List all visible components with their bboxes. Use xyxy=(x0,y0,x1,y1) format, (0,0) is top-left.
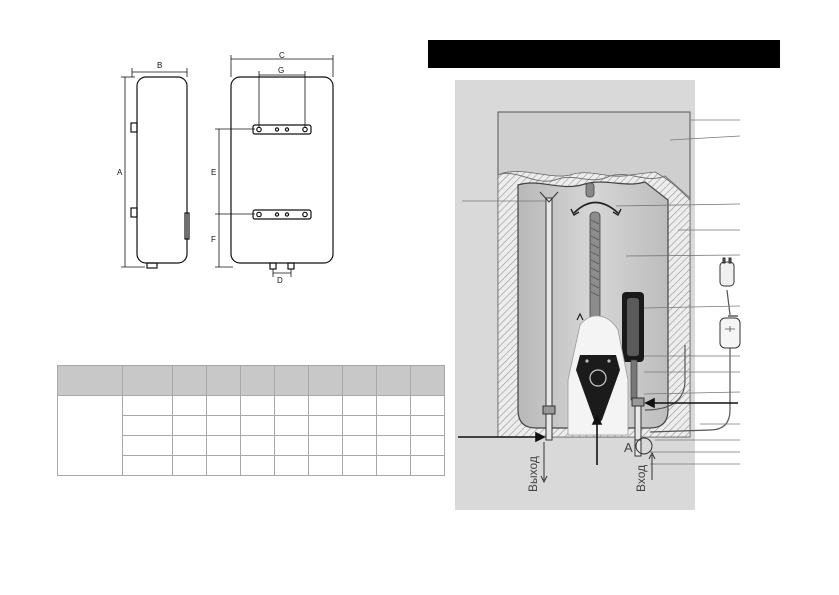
table-header-cell xyxy=(57,365,123,396)
outlet-label: Выход xyxy=(526,456,540,492)
side-view xyxy=(121,68,190,269)
table-cell xyxy=(376,435,411,456)
table-cell xyxy=(308,395,343,416)
rcd-device xyxy=(719,317,741,349)
section-title-bar xyxy=(428,40,780,68)
table-cell xyxy=(308,455,343,476)
table-cell xyxy=(410,455,445,476)
table-cell xyxy=(172,455,207,476)
dim-label-c: C xyxy=(279,51,285,60)
table-cell xyxy=(342,455,377,476)
dim-label-a: A xyxy=(117,168,123,177)
table-cell xyxy=(172,415,207,436)
inlet-label: Вход xyxy=(634,465,648,492)
table-row xyxy=(57,395,445,476)
outlet-pipe xyxy=(542,197,556,441)
dim-label-d: D xyxy=(277,276,283,285)
table-cell xyxy=(122,395,173,416)
table-cell xyxy=(122,415,173,436)
flow-arrows xyxy=(540,442,656,484)
table-cell xyxy=(206,415,241,436)
table-header-cell xyxy=(274,365,309,396)
table-row xyxy=(58,455,445,476)
spec-table xyxy=(57,365,445,476)
table-cell xyxy=(240,455,275,476)
point-a-label: A xyxy=(624,440,633,455)
table-cell xyxy=(206,435,241,456)
table-cell xyxy=(274,435,309,456)
pointer-arrows xyxy=(458,397,738,465)
dim-label-f: F xyxy=(211,235,216,244)
table-cell xyxy=(342,415,377,436)
dim-label-b: B xyxy=(157,61,162,70)
control-panel xyxy=(576,355,620,423)
table-cell xyxy=(376,395,411,416)
heating-element xyxy=(622,292,644,401)
table-header-cell xyxy=(342,365,377,396)
table-cell xyxy=(308,435,343,456)
point-a-marker xyxy=(635,437,653,455)
table-header-cell xyxy=(376,365,411,396)
sensor-top xyxy=(585,182,595,198)
table-cell xyxy=(240,395,275,416)
dimension-drawing: B A xyxy=(105,50,335,290)
heater-diagram: A Выход Вход xyxy=(440,80,750,510)
table-header-cell xyxy=(240,365,275,396)
table-cell xyxy=(122,455,173,476)
spec-table-wrapper xyxy=(57,365,445,476)
table-cell xyxy=(206,455,241,476)
table-header-cell xyxy=(122,365,173,396)
table-header-cell xyxy=(308,365,343,396)
table-cell xyxy=(376,455,411,476)
table-cell xyxy=(172,435,207,456)
table-cell xyxy=(240,415,275,436)
table-cell xyxy=(122,435,173,456)
table-cell xyxy=(206,395,241,416)
circulation-arrows xyxy=(573,201,619,214)
table-header-row xyxy=(57,365,445,396)
table-row xyxy=(58,435,445,456)
table-cell xyxy=(376,415,411,436)
leader-lines xyxy=(615,119,741,465)
table-cell xyxy=(240,435,275,456)
table-cell xyxy=(342,435,377,456)
table-cell xyxy=(274,455,309,476)
table-cell xyxy=(274,415,309,436)
table-cell xyxy=(308,415,343,436)
front-view xyxy=(215,55,334,277)
table-row xyxy=(58,415,445,436)
table-header-cell xyxy=(410,365,445,396)
table-header-cell xyxy=(206,365,241,396)
power-plug xyxy=(719,257,735,287)
table-cell xyxy=(342,395,377,416)
table-cell xyxy=(172,395,207,416)
table-cell xyxy=(274,395,309,416)
inlet-pipe xyxy=(631,397,645,457)
table-header-cell xyxy=(172,365,207,396)
table-merged-cell xyxy=(57,395,123,476)
dim-label-e: E xyxy=(211,168,216,177)
dim-label-g: G xyxy=(278,66,284,75)
power-cord xyxy=(644,289,731,433)
